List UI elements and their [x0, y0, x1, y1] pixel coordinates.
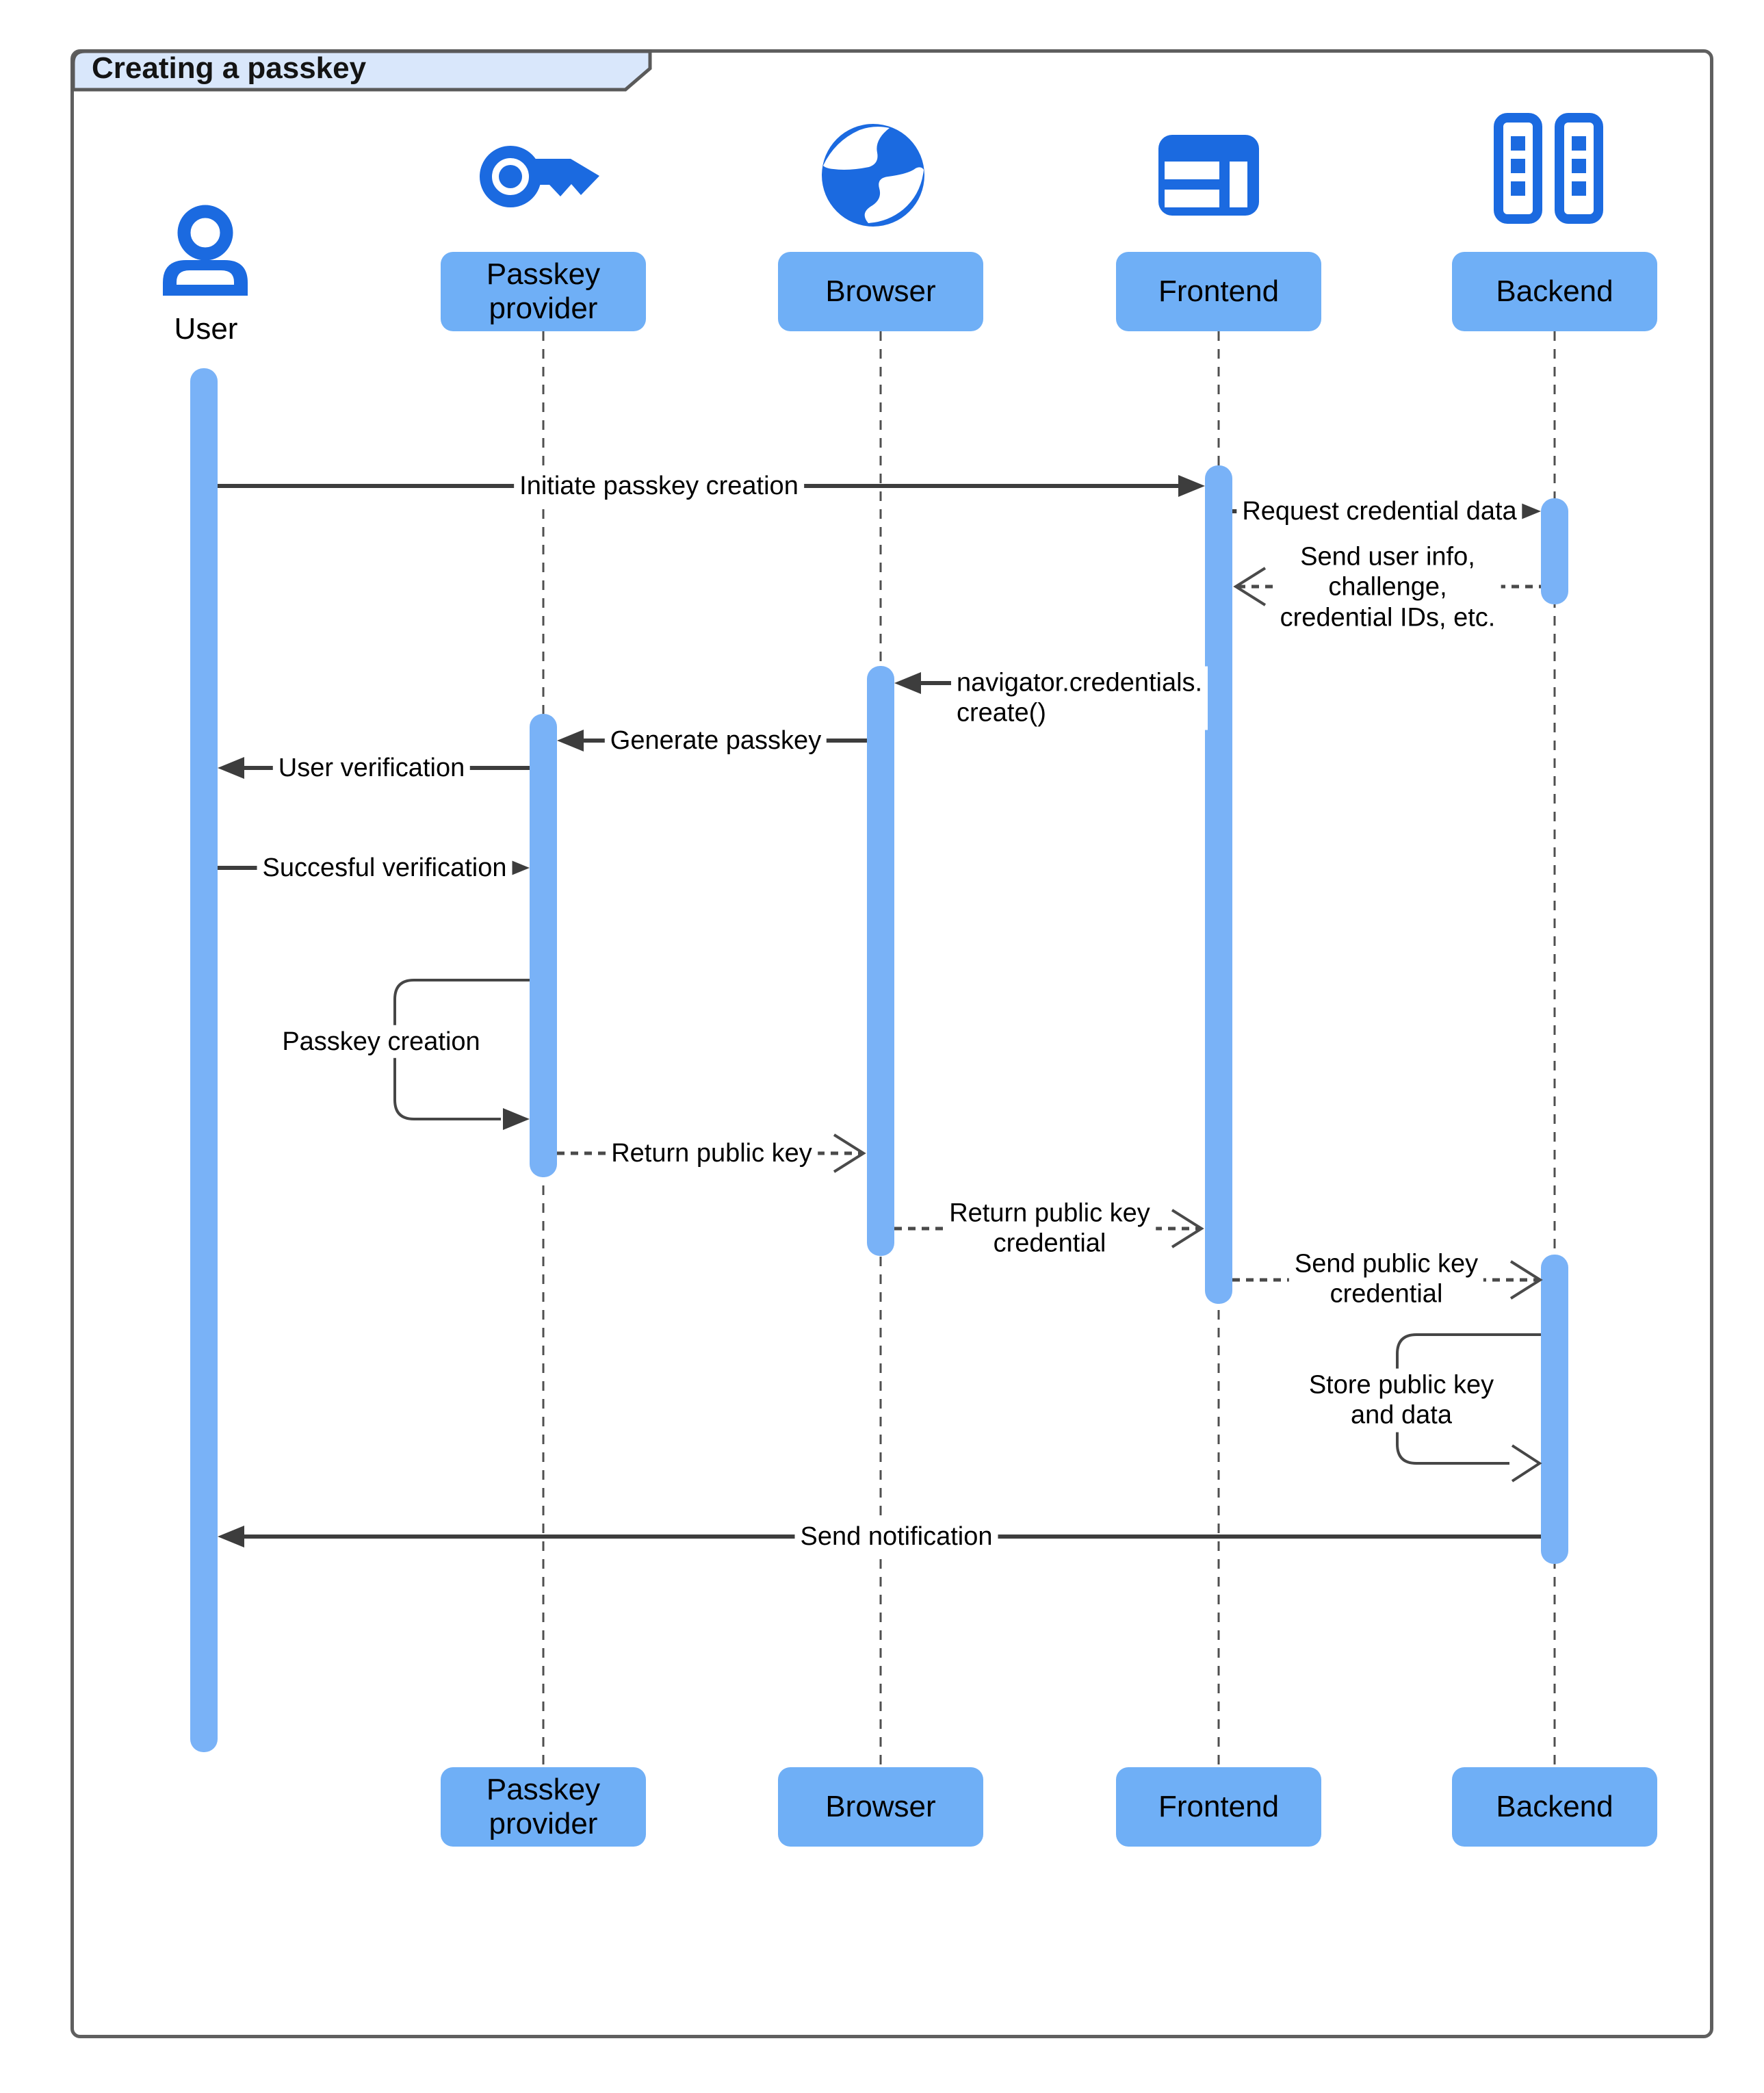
activation-frontend	[1205, 465, 1232, 1304]
actor-label-backend: Backend	[1496, 1790, 1613, 1824]
actor-label-backend: Backend	[1496, 274, 1613, 309]
message-return-public-key-credential: Return public key credential	[944, 1196, 1156, 1261]
message-passkey-creation: Passkey creation	[276, 1025, 486, 1059]
arrowhead-left-icon	[218, 1526, 244, 1548]
actor-label-user: User	[174, 312, 238, 346]
arrowhead-open-right-icon	[1511, 1444, 1542, 1482]
actor-label-frontend: Frontend	[1158, 274, 1280, 309]
activation-backend-1	[1541, 498, 1568, 604]
activation-user	[190, 368, 218, 1752]
window-icon	[1158, 135, 1259, 216]
message-return-public-key: Return public key	[606, 1136, 818, 1170]
activation-bars	[190, 368, 1568, 1752]
actor-label-browser: Browser	[825, 274, 936, 309]
actor-box-browser: Browser	[778, 252, 983, 331]
arrowhead-left-icon	[557, 730, 584, 752]
message-send-notification: Send notification	[794, 1519, 998, 1554]
actor-label-passkey-provider: Passkey provider	[486, 257, 601, 325]
actor-box-frontend: Frontend	[1116, 252, 1321, 331]
message-succesful-verification: Succesful verification	[257, 851, 513, 885]
actor-box-backend-bottom: Backend	[1452, 1767, 1657, 1847]
arrowhead-open-right-icon	[1509, 1260, 1543, 1300]
arrowhead-left-icon	[894, 672, 921, 694]
actor-box-backend: Backend	[1452, 252, 1657, 331]
activation-browser	[867, 666, 894, 1256]
title-tab	[71, 49, 652, 92]
actor-label-browser: Browser	[825, 1790, 936, 1824]
arrowhead-right-icon	[503, 1108, 530, 1130]
activation-backend-2	[1541, 1255, 1568, 1564]
message-store-public-key-and-data: Store public key and data	[1303, 1368, 1500, 1433]
arrowhead-open-right-icon	[1171, 1209, 1204, 1248]
globe-icon	[822, 124, 924, 227]
message-initiate-passkey-creation: Initiate passkey creation	[514, 469, 804, 503]
activation-passkey-provider	[530, 714, 557, 1177]
diagram-title: Creating a passkey	[92, 51, 367, 85]
actor-label-frontend: Frontend	[1158, 1790, 1280, 1824]
message-send-user-info: Send user info, challenge, credential ID…	[1274, 540, 1501, 634]
server-icon	[1494, 113, 1603, 224]
message-navigator-credentials-create: navigator.credentials. create()	[951, 666, 1208, 730]
message-user-verification: User verification	[272, 751, 471, 785]
message-send-public-key-credential: Send public key credential	[1288, 1247, 1484, 1311]
arrowhead-open-left-icon	[1233, 567, 1267, 606]
actor-box-passkey-provider: Passkey provider	[441, 252, 646, 331]
key-icon	[480, 146, 599, 207]
message-request-credential-data: Request credential data	[1236, 494, 1522, 528]
actor-box-frontend-bottom: Frontend	[1116, 1767, 1321, 1847]
actor-box-passkey-provider-bottom: Passkey provider	[441, 1767, 646, 1847]
open-arrowheads	[833, 567, 1543, 1300]
arrowhead-right-icon	[1178, 475, 1205, 497]
arrowhead-left-icon	[218, 757, 244, 779]
message-generate-passkey: Generate passkey	[604, 723, 827, 758]
actor-box-browser-bottom: Browser	[778, 1767, 983, 1847]
actor-label-passkey-provider: Passkey provider	[486, 1773, 601, 1840]
person-icon	[163, 205, 248, 296]
arrowhead-open-right-icon	[833, 1133, 866, 1173]
